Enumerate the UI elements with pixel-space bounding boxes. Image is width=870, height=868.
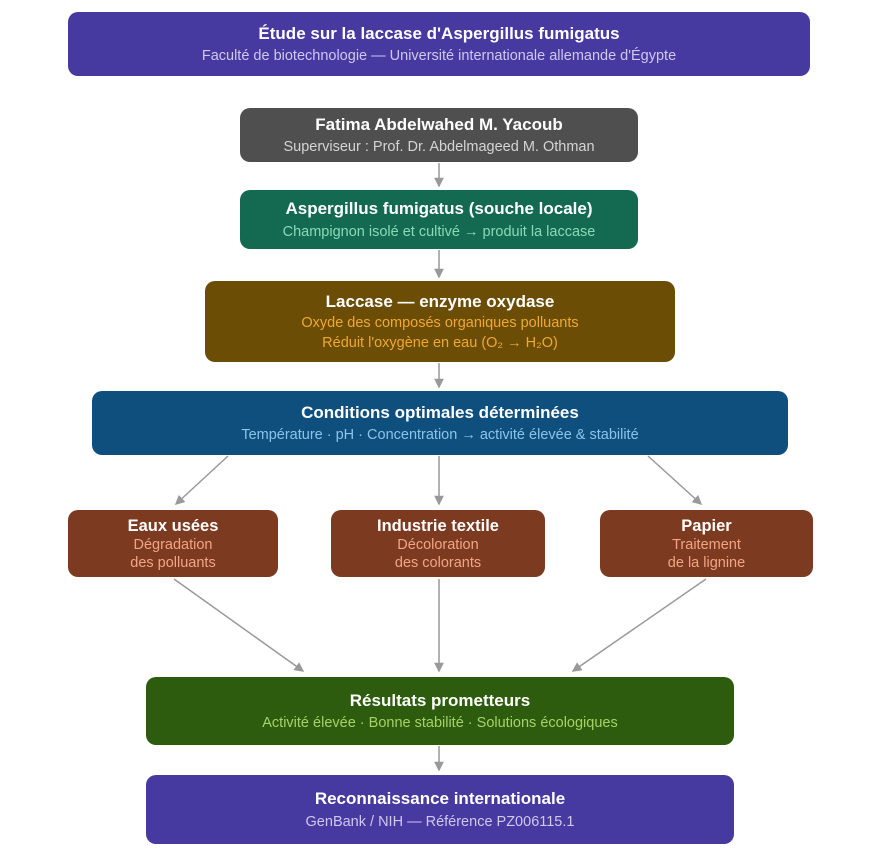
enzyme-line1: Oxyde des composés organiques polluants — [301, 315, 579, 331]
conditions-subtitle: Température · pH · Concentration → activ… — [241, 427, 639, 444]
node-researcher: Fatima Abdelwahed M. Yacoub Superviseur … — [240, 108, 638, 162]
conditions-title: Conditions optimales déterminées — [301, 402, 579, 422]
fungus-subtitle: Champignon isolé et cultivé → produit la… — [282, 223, 596, 240]
node-application-wastewater: Eaux usées Dégradation des polluants — [68, 510, 278, 577]
node-results: Résultats prometteurs Activité élevée · … — [146, 677, 734, 745]
study-title: Étude sur la laccase d'Aspergillus fumig… — [258, 23, 620, 43]
textile-line1: Décoloration — [397, 537, 479, 554]
node-application-textile: Industrie textile Décoloration des color… — [331, 510, 545, 577]
paper-line1: Traitement — [672, 537, 741, 554]
results-subtitle: Activité élevée · Bonne stabilité · Solu… — [262, 715, 618, 732]
enzyme-line2: Réduit l'oxygène en eau (O₂ → H₂O) — [322, 335, 558, 352]
node-enzyme: Laccase — enzyme oxydase Oxyde des compo… — [205, 281, 675, 362]
researcher-supervisor: Superviseur : Prof. Dr. Abdelmageed M. O… — [283, 139, 595, 156]
results-title: Résultats prometteurs — [349, 690, 531, 710]
node-conditions: Conditions optimales déterminées Tempéra… — [92, 391, 788, 455]
wastewater-line1: Dégradation — [133, 537, 213, 554]
node-recognition: Reconnaissance internationale GenBank / … — [146, 775, 734, 844]
node-application-paper: Papier Traitement de la lignine — [600, 510, 813, 577]
arrow-wastewater-to-results — [173, 578, 305, 672]
study-subtitle: Faculté de biotechnologie — Université i… — [201, 48, 677, 65]
recognition-subtitle: GenBank / NIH — Référence PZ006115.1 — [305, 813, 575, 830]
arrow-conditions-to-paper — [647, 455, 703, 505]
researcher-name: Fatima Abdelwahed M. Yacoub — [315, 114, 563, 134]
node-fungus: Aspergillus fumigatus (souche locale) Ch… — [240, 190, 638, 249]
paper-line2: de la lignine — [667, 554, 746, 571]
wastewater-title: Eaux usées — [127, 516, 219, 535]
enzyme-title: Laccase — enzyme oxydase — [325, 291, 555, 311]
node-study-header: Étude sur la laccase d'Aspergillus fumig… — [68, 12, 810, 76]
textile-title: Industrie textile — [377, 516, 499, 535]
arrow-paper-to-results — [571, 578, 707, 672]
paper-title: Papier — [681, 516, 732, 535]
fungus-title: Aspergillus fumigatus (souche locale) — [285, 199, 593, 219]
textile-line2: des colorants — [394, 554, 482, 571]
wastewater-line2: des polluants — [130, 554, 216, 571]
arrow-conditions-to-wastewater — [174, 455, 229, 505]
recognition-title: Reconnaissance internationale — [314, 789, 566, 809]
